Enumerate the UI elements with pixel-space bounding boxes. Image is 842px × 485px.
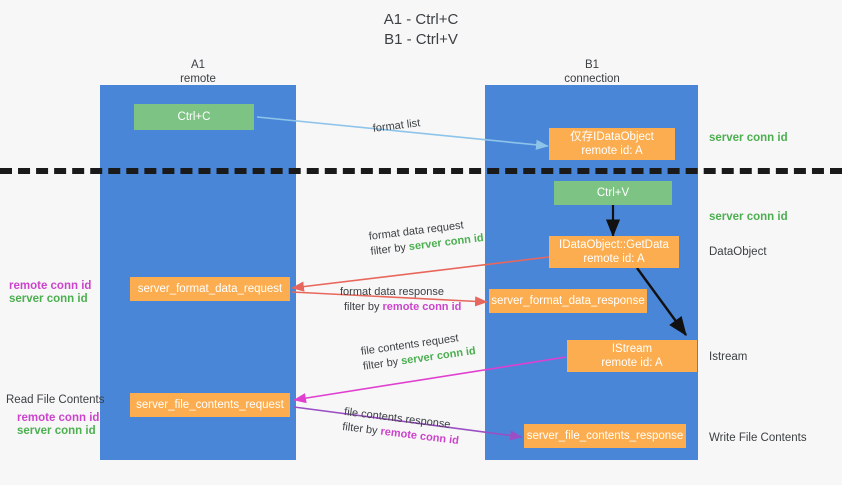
- label-right-server-conn-id-1: server conn id: [709, 132, 788, 144]
- node-server-format-data-request[interactable]: server_format_data_request: [130, 277, 290, 301]
- label-left-server-conn-id-2: server conn id: [17, 425, 96, 437]
- node-data-object-line1: 仅存IDataObject: [570, 131, 654, 143]
- node-server-file-contents-response[interactable]: server_file_contents_response: [524, 424, 686, 448]
- filter-prefix-3: filter by: [362, 355, 403, 373]
- node-get-data[interactable]: IDataObject::GetData remote id: A: [549, 236, 679, 268]
- label-left-remote-conn-id-2: remote conn id: [17, 412, 100, 424]
- annotation-format-data-response: format data response filter by remote co…: [340, 285, 461, 315]
- lane-header-a1-name: A1: [190, 59, 206, 71]
- filter-prefix-4: filter by: [341, 420, 382, 438]
- lane-header-b1: B1 connection: [502, 58, 682, 86]
- annotation-format-data-response-filter: filter by remote conn id: [340, 300, 461, 315]
- lane-header-a1-sub: remote: [180, 73, 216, 85]
- node-istream[interactable]: IStream remote id: A: [567, 340, 697, 372]
- node-server-file-contents-request[interactable]: server_file_contents_request: [130, 393, 290, 417]
- phase-divider: [0, 168, 842, 174]
- filter-prefix-2: filter by: [344, 301, 383, 313]
- filter-value-remote-conn-1: remote conn id: [382, 301, 462, 313]
- node-server-format-data-response-label: server_format_data_response: [491, 295, 645, 307]
- node-server-file-contents-response-label: server_file_contents_response: [526, 430, 684, 442]
- node-get-data-line2: remote id: A: [583, 253, 645, 265]
- node-ctrl-v-label: Ctrl+V: [596, 187, 630, 199]
- node-istream-line1: IStream: [611, 343, 653, 355]
- lane-header-a1: A1 remote: [108, 58, 288, 86]
- label-left-read-file-contents: Read File Contents: [6, 394, 105, 406]
- node-get-data-line1: IDataObject::GetData: [559, 239, 669, 251]
- node-ctrl-c[interactable]: Ctrl+C: [134, 104, 254, 130]
- node-server-format-data-response[interactable]: server_format_data_response: [489, 289, 647, 313]
- node-server-format-data-request-label: server_format_data_request: [137, 283, 283, 295]
- annotation-format-data-request: format data request filter by server con…: [368, 216, 485, 260]
- label-left-remote-conn-id-1: remote conn id: [9, 280, 92, 292]
- label-right-server-conn-id-2: server conn id: [709, 211, 788, 223]
- annotation-file-contents-response: file contents response filter by remote …: [341, 405, 461, 449]
- page-title: A1 - Ctrl+C B1 - Ctrl+V: [383, 11, 459, 48]
- label-left-server-conn-id-1: server conn id: [9, 293, 88, 305]
- node-data-object-line2: remote id: A: [581, 145, 643, 157]
- node-istream-line2: remote id: A: [601, 357, 663, 369]
- node-ctrl-c-label: Ctrl+C: [177, 111, 211, 123]
- node-server-file-contents-request-label: server_file_contents_request: [136, 399, 284, 411]
- label-right-write-file-contents: Write File Contents: [709, 432, 807, 444]
- node-data-object[interactable]: 仅存IDataObject remote id: A: [549, 128, 675, 160]
- annotation-format-data-response-line1: format data response: [340, 286, 444, 298]
- label-right-istream: Istream: [709, 351, 748, 363]
- filter-prefix-1: filter by: [369, 241, 410, 258]
- label-right-data-object: DataObject: [709, 246, 767, 258]
- lane-header-b1-sub: connection: [564, 73, 620, 85]
- annotation-file-contents-request: file contents request filter by server c…: [360, 329, 477, 375]
- annotation-format-list: format list: [372, 117, 421, 135]
- lane-header-b1-name: B1: [584, 59, 600, 71]
- node-ctrl-v[interactable]: Ctrl+V: [554, 181, 672, 205]
